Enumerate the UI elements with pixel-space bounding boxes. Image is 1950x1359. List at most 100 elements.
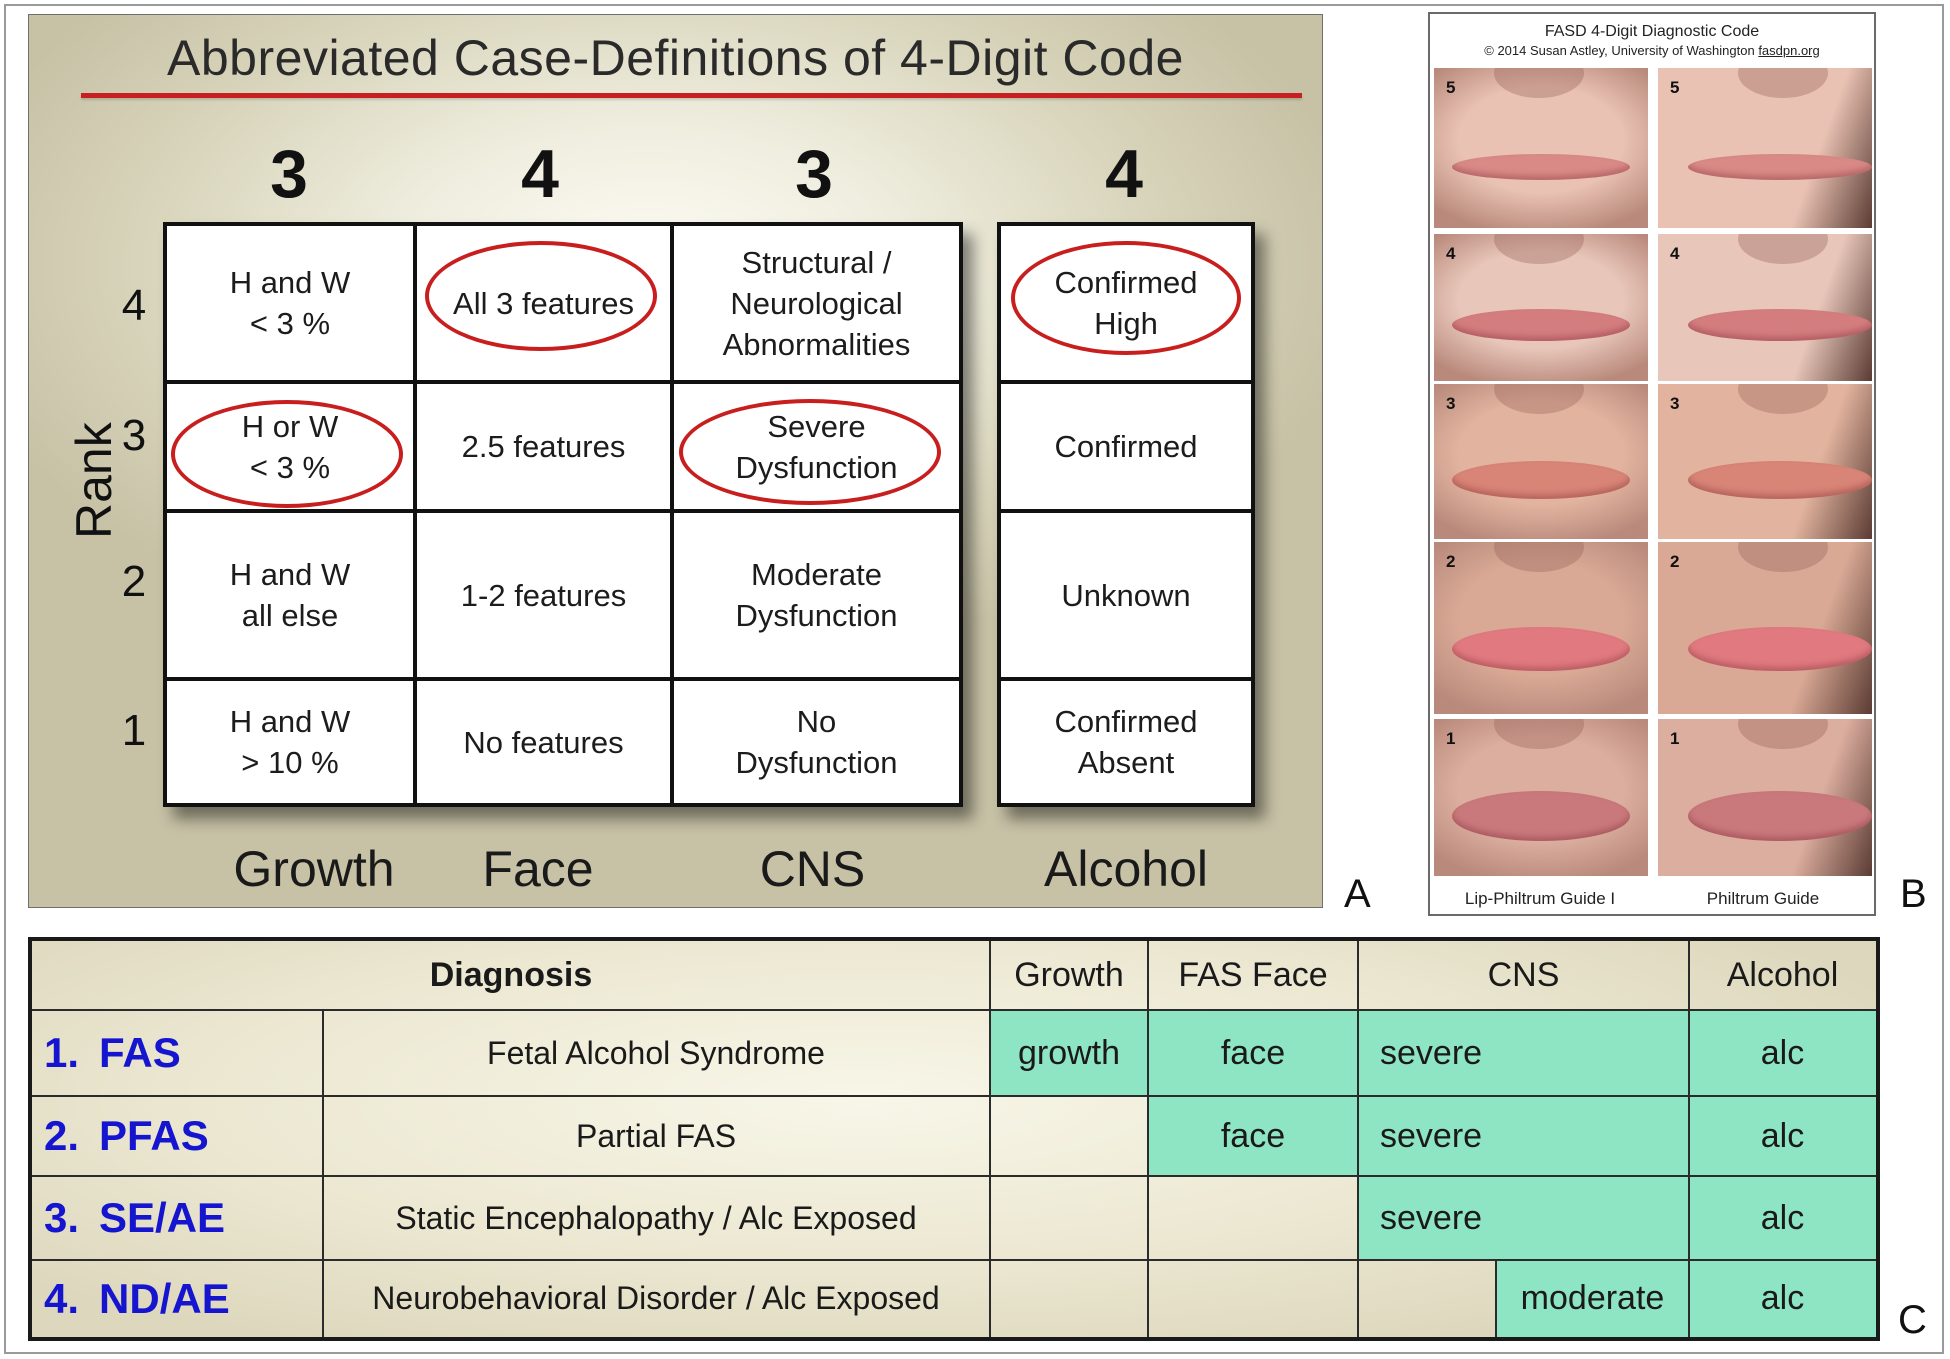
alcohol-rank-1: Confirmed Absent	[1054, 704, 1198, 780]
lip-philtrum-photo: 5	[1658, 68, 1872, 228]
alcohol-rank-3: Confirmed	[1054, 429, 1198, 464]
row-2-diagnosis-code: 2.PFAS	[44, 1096, 209, 1176]
alcohol-grid: Confirmed High Confirmed Unknown Confirm…	[997, 222, 1255, 807]
grid-divider	[413, 226, 417, 803]
panel-letter-c: C	[1898, 1298, 1927, 1342]
guide-copyright: © 2014 Susan Astley, University of Washi…	[1484, 43, 1759, 58]
table-divider	[1688, 941, 1690, 1337]
rank-3: 3	[121, 411, 147, 460]
photo-rank-label: 5	[1446, 78, 1456, 97]
table-divider	[32, 1095, 1876, 1097]
caption-philtrum-guide: Philtrum Guide	[1706, 889, 1820, 908]
photo-rank-label: 5	[1670, 78, 1680, 97]
lip-philtrum-photo: 1	[1658, 719, 1872, 876]
code-grid: H and W < 3 % H or W < 3 % H and W all e…	[163, 222, 963, 807]
grid-divider	[670, 226, 674, 803]
lip-philtrum-photo: 1	[1434, 719, 1648, 876]
photo-rank-label: 3	[1670, 394, 1680, 413]
face-rank-4: All 3 features	[453, 285, 634, 321]
row-4-growth	[990, 1260, 1148, 1337]
nose-shape	[1738, 234, 1828, 264]
nose-shape	[1738, 542, 1828, 572]
grid-divider	[167, 380, 959, 384]
panel-c-diagnosis-table: Diagnosis Growth FAS Face CNS Alcohol 1.…	[28, 937, 1880, 1341]
table-divider	[1147, 941, 1149, 1337]
row-2-face: face	[1148, 1096, 1358, 1176]
row-1-abbreviation: FAS	[99, 1029, 181, 1076]
row-1-alcohol: alc	[1689, 1010, 1876, 1096]
lip-shape	[1688, 791, 1872, 841]
photo-rank-label: 1	[1670, 729, 1680, 748]
row-4-name: Neurobehavioral Disorder / Alc Exposed	[372, 1280, 940, 1316]
row-3-growth	[990, 1176, 1148, 1260]
face-rank-2: 1-2 features	[460, 577, 627, 613]
row-4-number: 4.	[44, 1274, 80, 1322]
growth-rank-3: H or W < 3 %	[241, 408, 339, 485]
digit-face: 4	[521, 136, 559, 212]
growth-rank-2: H and W all else	[229, 557, 351, 633]
lip-shape	[1452, 154, 1630, 180]
digit-alcohol: 4	[1105, 136, 1143, 212]
lip-shape	[1688, 309, 1872, 341]
header-growth: Growth	[1014, 956, 1124, 994]
lip-philtrum-photo: 3	[1434, 384, 1648, 539]
cns-rank-4: Structural / Neurological Abnormalities	[722, 244, 911, 362]
figure-frame	[4, 4, 1944, 1354]
guide-title-block: FASD 4-Digit Diagnostic Code © 2014 Susa…	[1430, 22, 1874, 60]
lip-philtrum-photo: 2	[1658, 542, 1872, 714]
lip-philtrum-photo: 4	[1434, 234, 1648, 381]
row-3-abbreviation: SE/AE	[99, 1194, 226, 1241]
column-label-cns: CNS	[759, 841, 866, 897]
row-2-abbreviation: PFAS	[99, 1112, 209, 1159]
row-1-face: face	[1148, 1010, 1358, 1096]
photo-rank-label: 2	[1446, 552, 1456, 571]
row-2-name: Partial FAS	[575, 1117, 737, 1154]
row-2-growth	[990, 1096, 1148, 1176]
column-label-face: Face	[482, 841, 594, 897]
cns-rank-1: No Dysfunction	[735, 704, 898, 780]
lip-philtrum-photo: 2	[1434, 542, 1648, 714]
digit-growth: 3	[270, 136, 308, 212]
guide-subtitle: © 2014 Susan Astley, University of Washi…	[1430, 41, 1874, 60]
row-3-cns: severe	[1358, 1176, 1689, 1260]
row-4-abbreviation: ND/AE	[99, 1274, 230, 1322]
lip-shape	[1688, 627, 1872, 671]
row-3-name: Static Encephalopathy / Alc Exposed	[395, 1199, 917, 1236]
lip-shape	[1452, 791, 1630, 841]
nose-shape	[1738, 68, 1828, 98]
row-2-cns: severe	[1358, 1096, 1689, 1176]
header-fas-face: FAS Face	[1178, 956, 1328, 994]
rank-1: 1	[121, 706, 147, 755]
photo-rank-label: 3	[1446, 394, 1456, 413]
lip-philtrum-photo: 4	[1658, 234, 1872, 381]
face-rank-3: 2.5 features	[461, 429, 626, 464]
digit-cns: 3	[795, 136, 833, 212]
nose-shape	[1494, 234, 1584, 264]
photo-rank-label: 4	[1670, 244, 1680, 263]
lip-shape	[1452, 461, 1630, 499]
row-1-diagnosis-code: 1.FAS	[44, 1010, 181, 1096]
photo-rank-label: 2	[1670, 552, 1680, 571]
lip-philtrum-photo: 3	[1658, 384, 1872, 539]
grid-divider	[167, 677, 959, 681]
table-divider	[989, 941, 991, 1337]
panel-letter-a: A	[1344, 872, 1371, 916]
row-4-alcohol: alc	[1689, 1260, 1876, 1337]
growth-rank-4: H and W < 3 %	[229, 265, 351, 341]
table-divider	[32, 1175, 1876, 1177]
nose-shape	[1738, 719, 1828, 749]
guide-title: FASD 4-Digit Diagnostic Code	[1544, 23, 1760, 40]
row-3-alcohol: alc	[1689, 1176, 1876, 1260]
nose-shape	[1494, 542, 1584, 572]
row-2-alcohol: alc	[1689, 1096, 1876, 1176]
row-1-cns: severe	[1358, 1010, 1689, 1096]
face-rank-1: No features	[463, 724, 624, 760]
row-3-face	[1148, 1176, 1358, 1260]
title-underline	[81, 93, 1302, 98]
photo-rank-label: 1	[1446, 729, 1456, 748]
row-1-name: Fetal Alcohol Syndrome	[487, 1034, 825, 1071]
table-divider	[1357, 941, 1359, 1337]
lip-shape	[1688, 154, 1872, 180]
nose-shape	[1494, 719, 1584, 749]
guide-link: fasdpn.org	[1758, 43, 1820, 58]
